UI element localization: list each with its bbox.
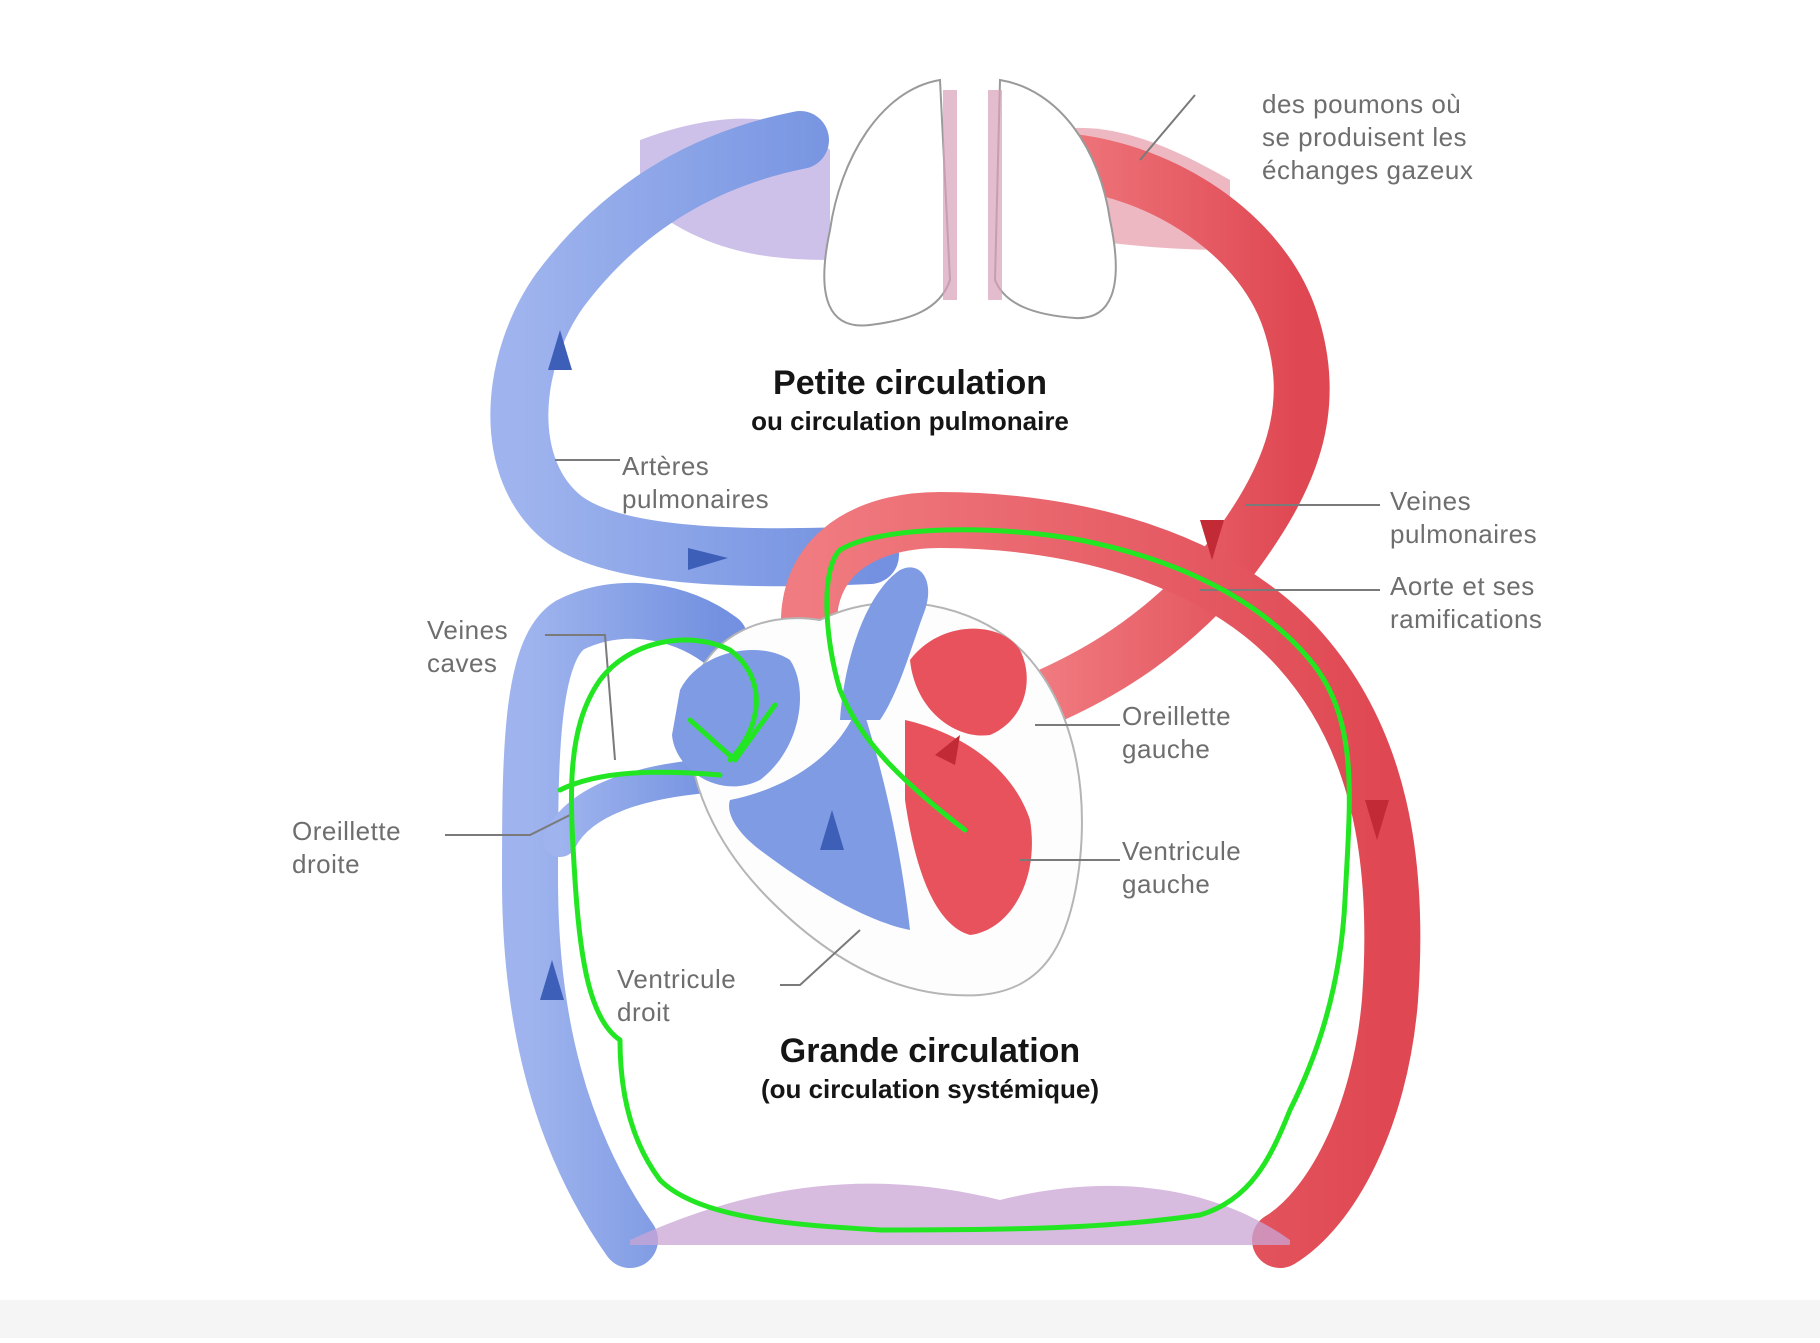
systemic-capillaries [630, 1183, 1290, 1245]
venae-cavae-label: Veines caves [427, 614, 508, 680]
systemic-circulation-title: Grande circulation [779, 1032, 1081, 1070]
lungs-note-line-1: des poumons où [1262, 89, 1462, 119]
green-loop-path [568, 527, 1352, 1233]
left-ventricle-chamber [905, 720, 1032, 935]
right-ventricle-line-1: Ventricule [617, 964, 737, 994]
pulmonary-veins-line-2: pulmonaires [1390, 519, 1538, 549]
left-ventricle-line-1: Ventricule [1122, 836, 1242, 866]
systemic-circulation-title-block: Grande circulation (ou circulation systé… [710, 1030, 1150, 1106]
pulmonary-circulation-title: Petite circulation [773, 364, 1047, 402]
leader-lines [445, 94, 1380, 986]
flow-arrows [540, 330, 844, 1000]
pulmonary-arteries-label: Artères pulmonaires [622, 450, 769, 516]
pulmonary-arteries-line-1: Artères [622, 451, 710, 481]
left-ventricle-label: Ventricule gauche [1122, 835, 1241, 901]
pulmonary-veins-line-1: Veines [1390, 486, 1472, 516]
green-annotation [557, 527, 1352, 1233]
right-atrium-line-1: Oreillette [292, 816, 402, 846]
venae-cavae-vessel [501, 582, 748, 1268]
pulmonary-circulation-title-block: Petite circulation ou circulation pulmon… [690, 362, 1130, 438]
systemic-circulation-subtitle: (ou circulation systémique) [760, 1074, 1100, 1104]
venae-cavae-line-2: caves [427, 648, 498, 678]
right-ventricle-line-2: droit [617, 997, 671, 1027]
inferior-vena-cava-branch [543, 758, 737, 857]
left-ventricle-line-2: gauche [1122, 869, 1211, 899]
right-atrium-line-2: droite [292, 849, 361, 879]
venae-cavae-line-1: Veines [427, 615, 509, 645]
lungs-note-line-3: échanges gazeux [1262, 155, 1474, 185]
flow-arrows-red [935, 520, 1389, 840]
aorta-label: Aorte et ses ramifications [1390, 570, 1542, 636]
lungs-note-line-2: se produisent les [1262, 122, 1468, 152]
pulmonary-trunk [840, 567, 929, 720]
left-atrium-line-1: Oreillette [1122, 701, 1232, 731]
pulmonary-vein-vessel [1012, 132, 1330, 728]
green-inflow-stroke [557, 769, 723, 793]
green-arrowhead [687, 702, 778, 763]
aorta-line-1: Aorte et ses [1390, 571, 1535, 601]
pulmonary-veins-label: Veines pulmonaires [1390, 485, 1537, 551]
pulmonary-circulation-subtitle: ou circulation pulmonaire [751, 406, 1069, 436]
left-atrium-label: Oreillette gauche [1122, 700, 1231, 766]
right-atrium-chamber [672, 650, 800, 787]
right-ventricle-chamber [729, 700, 910, 930]
lungs-note-label: des poumons où se produisent les échange… [1262, 88, 1473, 187]
left-atrium-line-2: gauche [1122, 734, 1211, 764]
left-atrium-chamber [910, 628, 1027, 736]
right-ventricle-label: Ventricule droit [617, 963, 736, 1029]
right-atrium-label: Oreillette droite [292, 815, 401, 881]
lungs-illustration [823, 78, 1117, 327]
pulmonary-arteries-line-2: pulmonaires [622, 484, 770, 514]
aorta-line-2: ramifications [1390, 604, 1543, 634]
bottom-band [0, 1300, 1820, 1338]
